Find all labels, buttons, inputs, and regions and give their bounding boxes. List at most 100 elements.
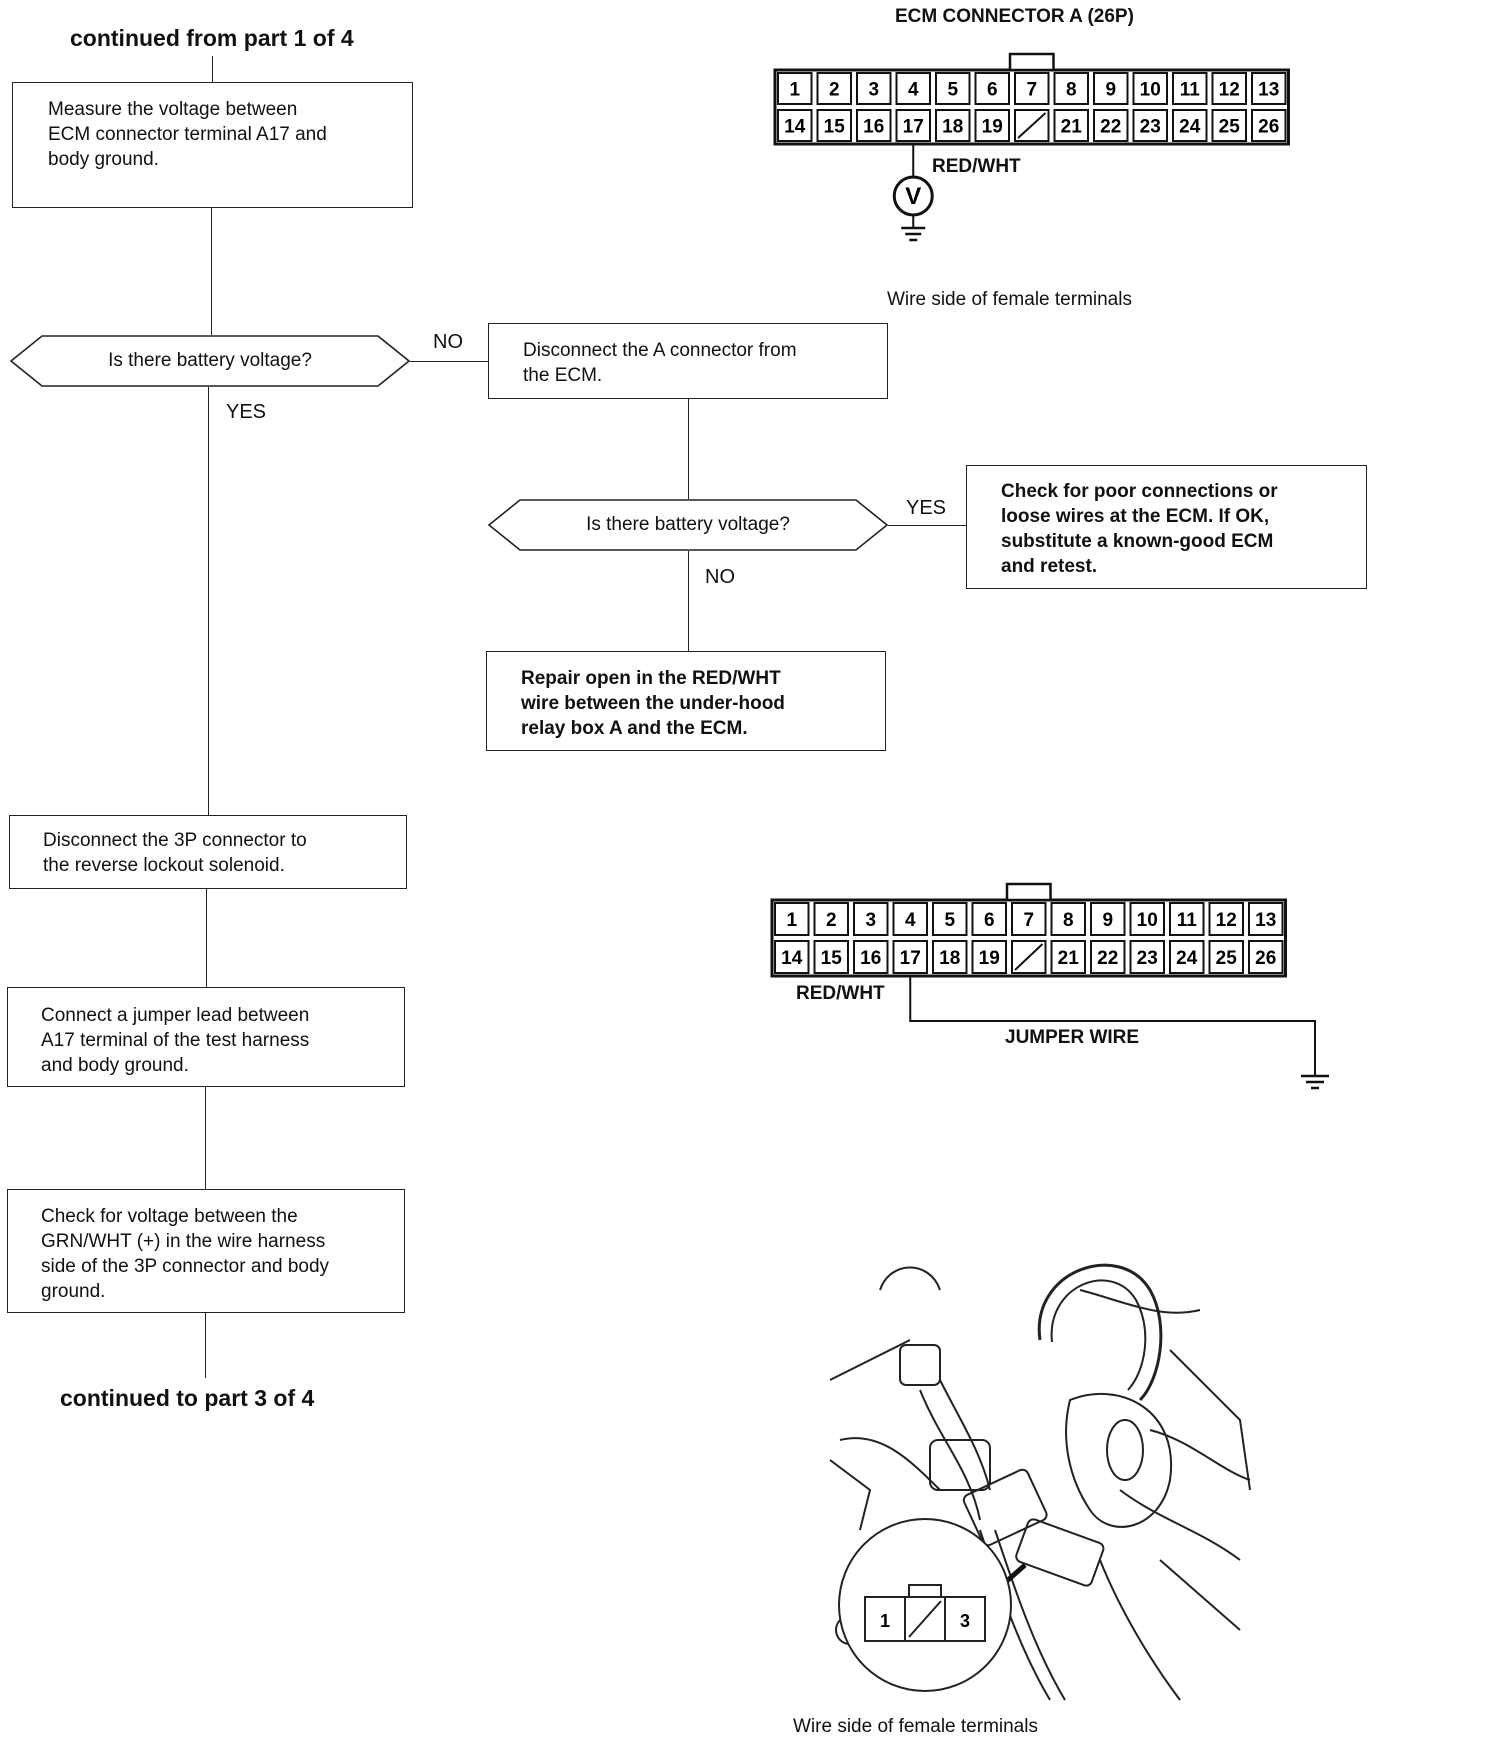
connector-pin-label: 7 [1026,80,1037,101]
connector-pin-label: 1 [786,910,797,931]
connector-cell [777,72,813,105]
connector-cell [974,109,1010,142]
connector-pin-label: 13 [1255,910,1276,931]
jumper-step: Connect a jumper lead between A17 termin… [7,987,405,1087]
connector-cell [895,109,931,142]
check-poor-connections-text: Check for poor connections or loose wire… [1001,481,1278,577]
no-label-2: NO [705,566,735,588]
connector-cell [813,902,849,936]
connector-cell [932,902,968,936]
connector-cell [1053,109,1089,142]
conn2-wire-label: RED/WHT [796,983,885,1004]
connector-cell [1211,72,1247,105]
voltmeter-symbol: V [905,183,921,210]
connector-pin-label: 17 [900,948,921,969]
connector-cell [1014,72,1050,105]
connector-cell [1132,109,1168,142]
connector-pin-label: 12 [1216,910,1237,931]
connector-cell [892,940,928,974]
connector-pin-label: 3 [868,80,879,101]
connector-pin-label: 26 [1258,117,1279,138]
no-label-1: NO [433,331,463,353]
connector-line [888,525,966,526]
connector-line [205,1087,206,1189]
connector-pin-label: 24 [1176,948,1198,969]
connector-pin-label: 19 [982,117,1003,138]
connector-cell [853,902,889,936]
connector-blank-pin [1017,112,1047,139]
connector-pin-label: 9 [1102,910,1113,931]
decision-shape [10,335,410,387]
connector-pin-label: 5 [947,80,958,101]
check-voltage-step: Check for voltage between the GRN/WHT (+… [7,1189,405,1313]
connector-cell [971,940,1007,974]
connector-pin-label: 10 [1137,910,1158,931]
connector-cell [895,72,931,105]
connector-cell [774,940,810,974]
disconnect-a-step: Disconnect the A connector from the ECM. [488,323,888,399]
connector-pin-label: 12 [1219,80,1240,101]
connector-pin-label: 16 [860,948,881,969]
connector-pin-label: 16 [863,117,884,138]
jumper-text: Connect a jumper lead between A17 termin… [41,1005,310,1076]
connector-cell [892,902,928,936]
connector-pin-label: 11 [1180,80,1201,101]
connector-pin-label: 14 [784,117,806,138]
connector-line [688,399,689,499]
connector-cell [974,72,1010,105]
connector-cell [774,902,810,936]
connector-pin-label: 13 [1258,80,1279,101]
connector-pin-label: 2 [829,80,840,101]
connector-cell [1248,940,1284,974]
connector-body [773,68,1290,146]
yes-label-2: YES [906,497,947,519]
connector-pin-label: 10 [1140,80,1161,101]
connector-pin-label: 18 [939,948,960,969]
connector-pin-label: 25 [1219,117,1241,138]
repair-open-text: Repair open in the RED/WHT wire between … [521,668,785,739]
connector-cell [1172,109,1208,142]
connector-pin-label: 24 [1179,117,1201,138]
connector-line [211,208,212,335]
connector-cell [932,940,968,974]
connector-pin-label: 15 [824,117,846,138]
disconnect-3p-step: Disconnect the 3P connector to the rever… [9,815,407,889]
connector-cell [1011,902,1047,936]
connector-pin-label: 17 [903,117,924,138]
connector-pin-label: 21 [1061,117,1083,138]
connector-cell [1132,72,1168,105]
connector-cell [1211,109,1247,142]
connector-pin-label: 11 [1177,910,1198,931]
connector-cell [1251,109,1287,142]
connector-cell [816,72,852,105]
battery-voltage-decision-1: Is there battery voltage? [10,335,410,387]
jumper-wire-label: JUMPER WIRE [1005,1027,1140,1048]
connector-pin-label: 21 [1058,948,1080,969]
connector-blank-pin [1014,943,1044,971]
check-voltage-text: Check for voltage between the GRN/WHT (+… [41,1206,330,1302]
decision-2-text: Is there battery voltage? [586,514,790,535]
connector-cell [816,109,852,142]
connector-pin-label: 22 [1100,117,1121,138]
connector-cell [1129,902,1165,936]
connector-cell [1090,940,1126,974]
conn1-wire-label: RED/WHT [932,156,1021,177]
connector-cell [1053,72,1089,105]
solenoid-caption: Wire side of female terminals [793,1716,1038,1737]
connector-line [205,1313,206,1378]
connector-cell [1093,109,1129,142]
connector-cell [1172,72,1208,105]
continued-from-label: continued from part 1 of 4 [70,25,354,51]
connector-pin-label: 9 [1105,80,1116,101]
disconnect-a-text: Disconnect the A connector from the ECM. [523,340,797,386]
solenoid-pin-3: 3 [960,1611,970,1631]
connector-cell [935,109,971,142]
connector-pin-label: 5 [944,910,955,931]
yes-label-1: YES [226,401,267,423]
connector-cell [1129,940,1165,974]
connector-a-title: ECM CONNECTOR A (26P) [895,6,1134,27]
decision-1-text: Is there battery voltage? [108,350,312,371]
connector-cell [935,72,971,105]
connector-cell [1090,902,1126,936]
